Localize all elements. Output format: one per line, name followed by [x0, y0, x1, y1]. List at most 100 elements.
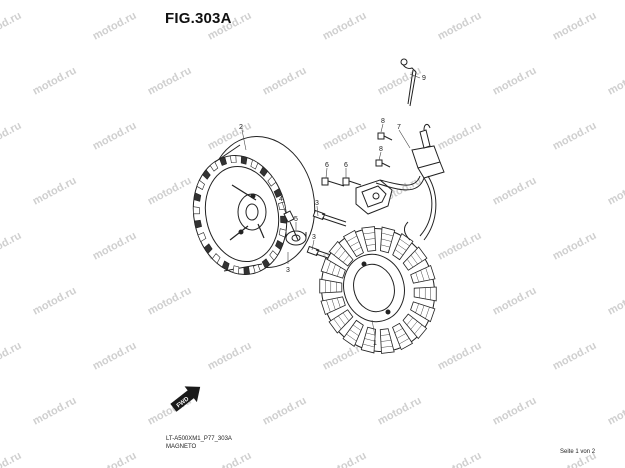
- stator-winding-line: [415, 303, 419, 313]
- stator-winding-line: [338, 315, 346, 326]
- stator-winding-line: [337, 267, 341, 277]
- callout-7: 7: [397, 124, 401, 131]
- stator-winding-line: [331, 298, 336, 310]
- callout-2: 2: [239, 124, 243, 131]
- watermark-text: motod.ru: [491, 395, 539, 428]
- stator-winding-line: [326, 299, 331, 313]
- stator-winding-line: [381, 345, 393, 348]
- stator-winding-line: [399, 238, 410, 247]
- rotor-tooth: [280, 215, 287, 224]
- rotor-tooth: [202, 169, 211, 180]
- watermark-text: motod.ru: [376, 395, 424, 428]
- figure-title: FIG.303A: [165, 10, 232, 27]
- rotor-tooth: [193, 206, 200, 215]
- stator-winding-line: [414, 250, 423, 262]
- stator-winding-line: [420, 305, 425, 316]
- rotor-tooth: [259, 166, 269, 177]
- watermark-text: motod.ru: [31, 285, 79, 318]
- watermark-text: motod.ru: [436, 10, 484, 43]
- rotor-teeth: [193, 155, 287, 275]
- stator-winding-line: [362, 343, 375, 348]
- stator-pole: [320, 296, 346, 316]
- bolt-6a: [321, 177, 345, 187]
- figure-subtitle: MAGNETO: [166, 444, 197, 450]
- watermark-text: motod.ru: [551, 120, 599, 153]
- callout-8a: 8: [381, 118, 385, 125]
- bolt-4: [283, 210, 299, 241]
- watermark-text: motod.ru: [436, 340, 484, 373]
- stator-winding-line: [410, 254, 418, 265]
- callout-8b: 8: [379, 146, 383, 153]
- stator-winding-line: [396, 333, 407, 339]
- stator-pole: [328, 309, 354, 334]
- stator-winding-line: [364, 238, 376, 240]
- rotor-tooth: [253, 264, 261, 274]
- rotor-tooth: [229, 155, 237, 164]
- rotor-tooth: [269, 250, 278, 261]
- stator-winding-line: [352, 324, 362, 331]
- watermark-text: motod.ru: [551, 230, 599, 263]
- stator-winding-line: [346, 333, 357, 342]
- stator-winding-line: [406, 317, 414, 326]
- figure-code: LT-A500XM1_P77_303A: [166, 436, 232, 442]
- callout-4: 4: [279, 196, 283, 203]
- stator-pole: [402, 313, 428, 340]
- stator-winding-line: [366, 244, 376, 246]
- stator-winding-line: [397, 244, 407, 251]
- callout-9: 9: [422, 75, 426, 82]
- stator-winding-line: [414, 324, 423, 335]
- watermark-text: motod.ru: [436, 230, 484, 263]
- watermark-text: motod.ru: [491, 65, 539, 98]
- rotor-tooth: [240, 155, 248, 165]
- watermark-text: motod.ru: [261, 65, 309, 98]
- rotor-tooth: [275, 240, 284, 251]
- stator-pole: [320, 257, 346, 279]
- stator-winding-line: [342, 254, 350, 263]
- stator-winding-line: [380, 334, 390, 336]
- callout-6b: 6: [344, 162, 348, 169]
- bolts: [283, 132, 393, 263]
- stator-winding-line: [425, 307, 430, 319]
- stator-winding-line: [381, 232, 394, 237]
- bolt-6b: [342, 177, 362, 186]
- stator-winding-line: [380, 340, 392, 342]
- bolt-8a: [377, 132, 393, 141]
- stator-winding-line: [349, 241, 360, 247]
- bearing-part: [285, 230, 307, 246]
- rotor-tooth: [197, 232, 207, 243]
- watermark-text: motod.ru: [0, 230, 24, 263]
- watermark-text: motod.ru: [91, 230, 139, 263]
- stator-winding-line: [338, 250, 346, 259]
- rotor-tooth: [267, 175, 277, 187]
- watermark-text: motod.ru: [206, 340, 254, 373]
- callout-3b: 3: [312, 234, 316, 241]
- watermark-text: motod.ru: [491, 175, 539, 208]
- stator-winding-line: [381, 238, 392, 242]
- stator-winding-line: [363, 232, 375, 235]
- stator-pole: [392, 233, 414, 261]
- leader-lines: [241, 73, 421, 337]
- rotor-tooth: [196, 179, 205, 190]
- rotor-tooth: [278, 228, 287, 238]
- callout-3a: 3: [315, 200, 319, 207]
- page-indicator: Seite 1 von 2: [560, 449, 596, 455]
- watermark-text: motod.ru: [31, 395, 79, 428]
- stator-poles: [319, 226, 437, 354]
- stator-pole: [392, 322, 414, 351]
- watermark-text: motod.ru: [91, 450, 139, 468]
- watermark-text: motod.ru: [0, 10, 24, 43]
- watermark-text: motod.ru: [321, 450, 369, 468]
- watermark-text: motod.ru: [606, 65, 625, 98]
- rotor-tooth: [278, 201, 287, 211]
- stator-winding-line: [349, 329, 359, 336]
- stator-winding-line: [410, 321, 418, 330]
- stator-winding-line: [420, 270, 425, 282]
- watermark-text: motod.ru: [261, 285, 309, 318]
- watermark-text: motod.ru: [91, 120, 139, 153]
- stator-winding-line: [326, 261, 331, 273]
- stator-winding-line: [394, 328, 403, 334]
- rotor-tooth: [219, 156, 227, 166]
- wire-clamp: [400, 58, 417, 107]
- stator-winding-line: [331, 264, 336, 275]
- rotor-tooth: [203, 243, 213, 255]
